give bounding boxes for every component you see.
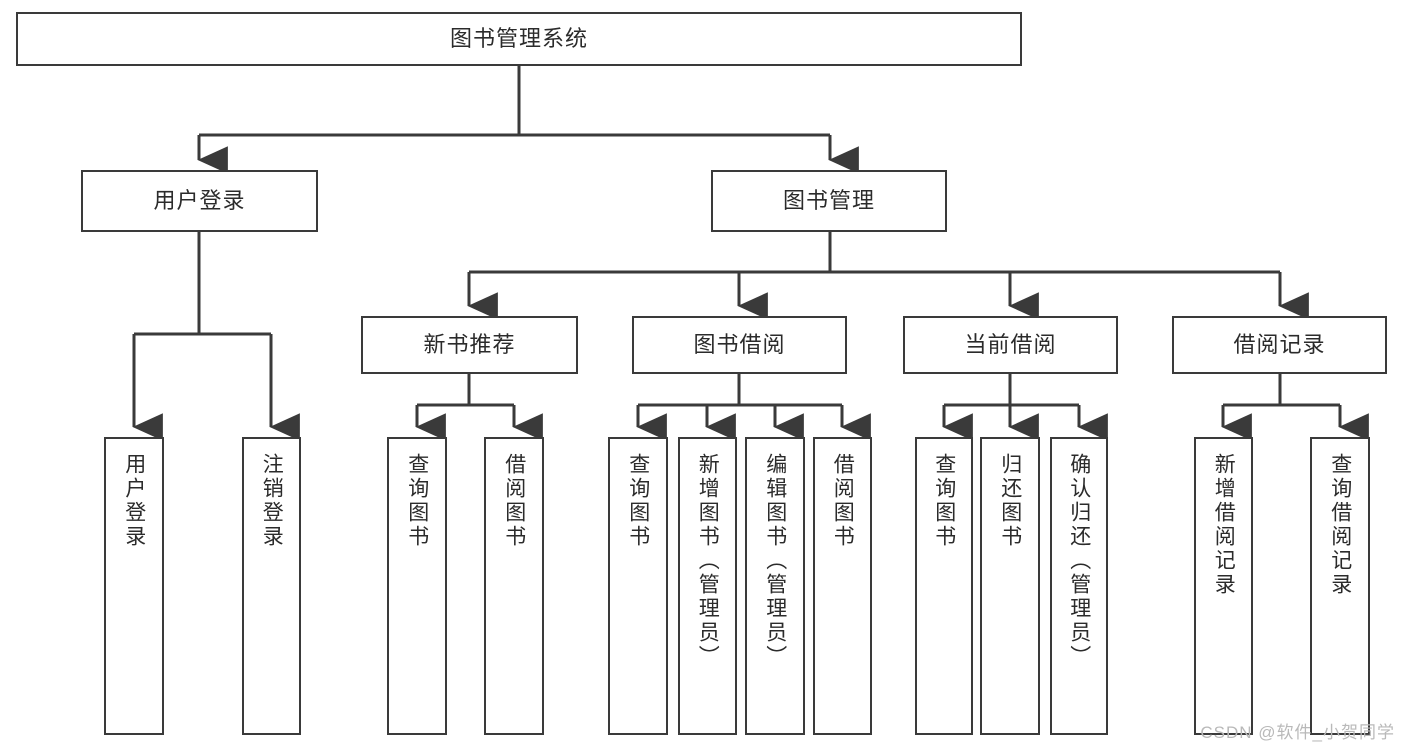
node-label: 查询图书 <box>626 453 650 549</box>
leaf-borrow-book[interactable]: 借阅图书 <box>813 437 872 735</box>
node-label: 用户登录 <box>122 453 146 549</box>
node-label: 注销登录 <box>260 453 284 549</box>
csdn-watermark: CSDN @软件_小贺同学 <box>1200 723 1395 742</box>
node-label: 新增借阅记录 <box>1212 453 1236 597</box>
leaf-borrow-book-recommend[interactable]: 借阅图书 <box>484 437 544 735</box>
node-label: 归还图书 <box>998 453 1022 549</box>
leaf-add-borrow-record[interactable]: 新增借阅记录 <box>1194 437 1253 735</box>
leaf-edit-book-admin[interactable]: 编辑图书（管理员） <box>745 437 805 735</box>
node-label: 图书管理系统 <box>449 25 588 51</box>
node-new-book-recommend[interactable]: 新书推荐 <box>361 316 578 374</box>
leaf-user-login[interactable]: 用户登录 <box>104 437 164 735</box>
leaf-query-borrow-record[interactable]: 查询借阅记录 <box>1310 437 1370 735</box>
leaf-confirm-return-admin[interactable]: 确认归还（管理员） <box>1050 437 1108 735</box>
node-label: 借阅图书 <box>831 453 855 549</box>
node-root-book-management-system[interactable]: 图书管理系统 <box>16 12 1022 66</box>
leaf-return-book[interactable]: 归还图书 <box>980 437 1040 735</box>
node-label: 用户登录 <box>153 187 246 213</box>
node-label: 编辑图书（管理员） <box>763 453 787 669</box>
node-label: 查询图书 <box>405 453 429 549</box>
node-book-borrow[interactable]: 图书借阅 <box>632 316 847 374</box>
leaf-query-book-recommend[interactable]: 查询图书 <box>387 437 447 735</box>
node-label: 新书推荐 <box>423 331 516 357</box>
leaf-query-book-borrow[interactable]: 查询图书 <box>608 437 668 735</box>
node-label: 确认归还（管理员） <box>1067 453 1091 669</box>
node-label: 查询图书 <box>932 453 956 549</box>
node-book-management[interactable]: 图书管理 <box>711 170 947 232</box>
node-label: 借阅记录 <box>1233 331 1326 357</box>
node-label: 图书借阅 <box>693 331 786 357</box>
leaf-query-book-current[interactable]: 查询图书 <box>915 437 973 735</box>
node-label: 图书管理 <box>782 187 875 213</box>
node-user-login[interactable]: 用户登录 <box>81 170 318 232</box>
leaf-logout-login[interactable]: 注销登录 <box>242 437 301 735</box>
node-current-borrow[interactable]: 当前借阅 <box>903 316 1118 374</box>
node-label: 查询借阅记录 <box>1328 453 1352 597</box>
node-label: 当前借阅 <box>964 331 1057 357</box>
node-label: 借阅图书 <box>502 453 526 549</box>
node-borrow-record[interactable]: 借阅记录 <box>1172 316 1387 374</box>
leaf-add-book-admin[interactable]: 新增图书（管理员） <box>678 437 737 735</box>
node-label: 新增图书（管理员） <box>696 453 720 669</box>
